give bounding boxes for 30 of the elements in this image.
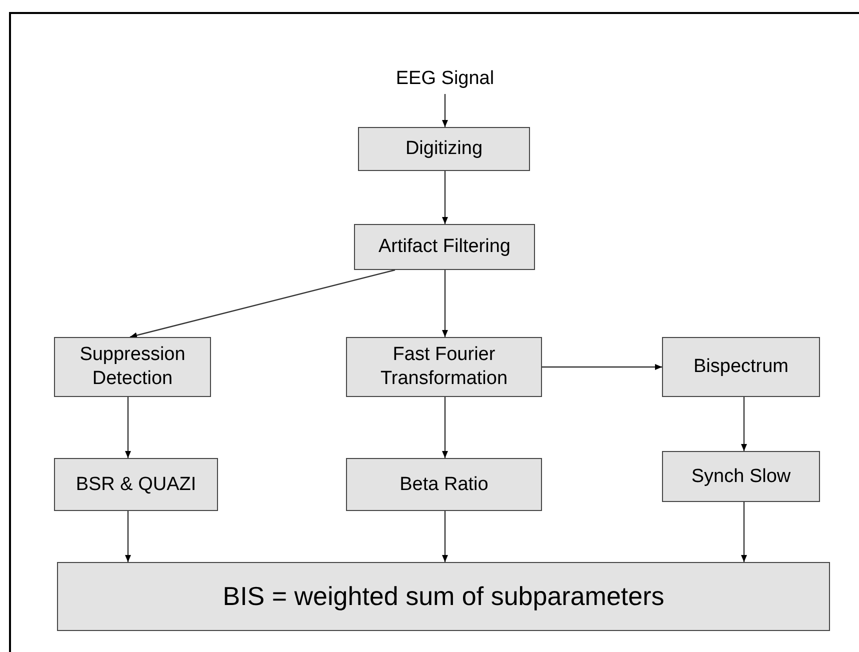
box-text: Beta Ratio xyxy=(400,472,488,496)
box-text: Fast Fourier Transformation xyxy=(379,343,509,391)
arrow xyxy=(741,397,747,451)
arrow xyxy=(442,94,448,127)
process-box xyxy=(54,458,218,511)
process-box xyxy=(354,224,535,270)
arrow xyxy=(542,364,662,370)
arrow xyxy=(442,511,448,562)
box-text: Artifact Filtering xyxy=(378,235,510,259)
arrow xyxy=(741,502,747,562)
arrow xyxy=(130,269,396,338)
process-box xyxy=(662,337,820,397)
box-text: EEG Signal xyxy=(396,66,494,91)
box-text: BIS = weighted sum of subparameters xyxy=(222,580,664,613)
process-box xyxy=(358,127,530,171)
process-box xyxy=(662,451,820,502)
box-text: Digitizing xyxy=(405,137,483,161)
process-box xyxy=(57,562,830,631)
process-box xyxy=(346,337,542,397)
process-box xyxy=(346,458,542,511)
box-text: Suppression Detection xyxy=(78,343,186,391)
box-text: Bispectrum xyxy=(693,355,789,379)
arrow xyxy=(442,171,448,224)
arrow xyxy=(442,270,448,337)
arrow xyxy=(125,511,131,562)
box-text: BSR & QUAZI xyxy=(76,472,196,496)
arrow xyxy=(125,397,131,458)
process-box xyxy=(54,337,211,397)
arrow xyxy=(442,397,448,458)
box-text: Synch Slow xyxy=(691,464,791,488)
